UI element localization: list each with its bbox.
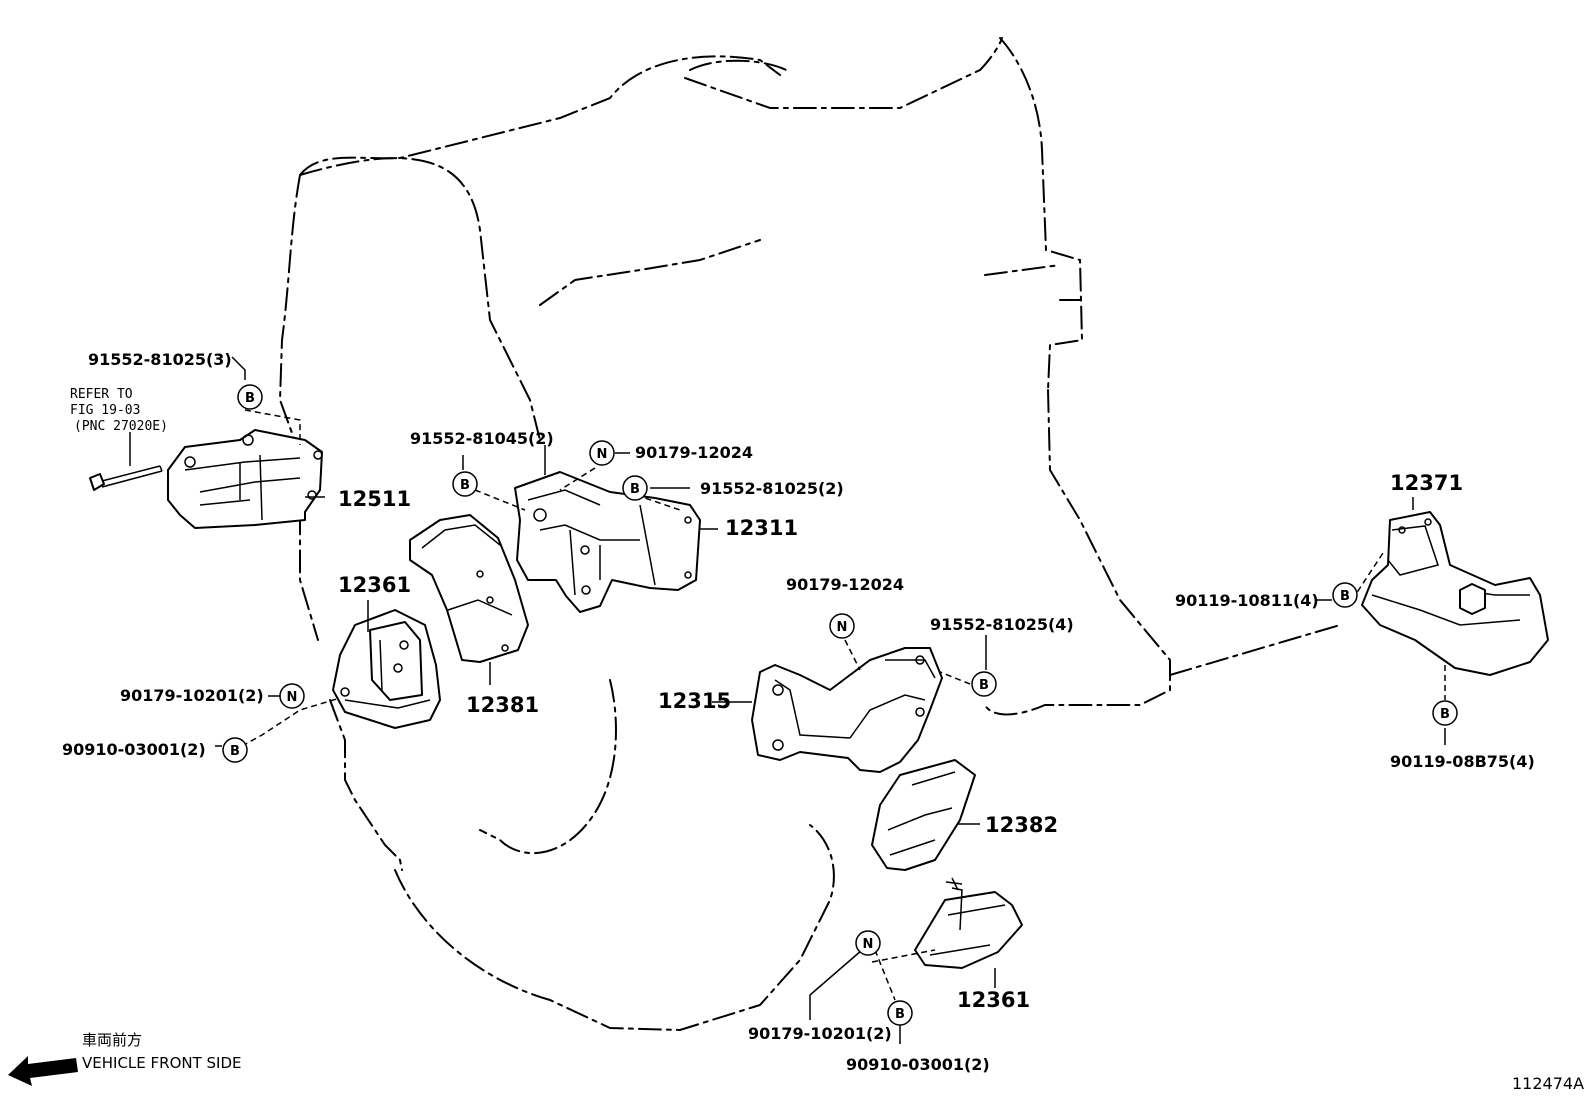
bolt-symbol-icon: B xyxy=(622,475,648,501)
svg-text:B: B xyxy=(895,1007,905,1022)
nut-symbol-icon: N xyxy=(855,930,881,956)
bolt-symbol-icon: B xyxy=(237,384,263,410)
engine-mount-insulator-12361-left[interactable] xyxy=(332,609,441,729)
svg-text:B: B xyxy=(460,478,470,493)
bolt-symbol-icon: B xyxy=(452,471,478,497)
front-arrow-icon xyxy=(8,1056,78,1086)
nut-symbol-icon: N xyxy=(829,613,855,639)
svg-text:FIG 19-03: FIG 19-03 xyxy=(70,403,140,418)
engine-mount-bracket-12315[interactable] xyxy=(751,647,943,773)
part-label-12311[interactable]: 12311 xyxy=(725,516,798,540)
svg-text:B: B xyxy=(245,391,255,406)
fastener-symbols: B B N B N B N B B B N B xyxy=(222,384,1458,1026)
part-label-12315[interactable]: 12315 xyxy=(658,689,731,713)
fastener-label[interactable]: 90119-08B75(4) xyxy=(1390,752,1535,771)
bolt-symbol-icon: B xyxy=(971,671,997,697)
svg-text:B: B xyxy=(1340,589,1350,604)
nut-symbol-icon: N xyxy=(589,440,615,466)
fastener-label[interactable]: 90179-12024 xyxy=(635,443,753,462)
svg-text:B: B xyxy=(630,482,640,497)
heat-insulator-12382[interactable] xyxy=(871,759,976,871)
svg-text:B: B xyxy=(1440,707,1450,722)
fastener-label[interactable]: 91552-81025(4) xyxy=(930,615,1074,634)
refer-note: REFER TO FIG 19-03 (PNC 27020E) xyxy=(70,387,168,434)
part-labels: 12511 12311 12361 12381 12315 12382 1236… xyxy=(338,471,1463,1012)
svg-text:N: N xyxy=(597,447,608,462)
rear-mount-bracket-12371[interactable] xyxy=(1361,511,1549,676)
nut-symbol-icon: N xyxy=(279,683,305,709)
bolt-symbol-icon: B xyxy=(1332,582,1358,608)
part-label-12381[interactable]: 12381 xyxy=(466,693,539,717)
fastener-label[interactable]: 90910-03001(2) xyxy=(846,1055,990,1074)
part-label-12511[interactable]: 12511 xyxy=(338,487,411,511)
illustration-code: 112474A xyxy=(1512,1074,1584,1093)
fastener-label[interactable]: 91552-81045(2) xyxy=(410,429,554,448)
leader-lines xyxy=(129,356,1446,1044)
heat-insulator-12381[interactable] xyxy=(409,514,529,663)
part-label-12371[interactable]: 12371 xyxy=(1390,471,1463,495)
bolt-symbol-icon: B xyxy=(222,737,248,763)
part-label-12361-right[interactable]: 12361 xyxy=(957,988,1030,1012)
svg-text:B: B xyxy=(230,744,240,759)
fastener-label[interactable]: 90910-03001(2) xyxy=(62,740,206,759)
fastener-label[interactable]: 90179-12024 xyxy=(786,575,904,594)
svg-text:(PNC 27020E): (PNC 27020E) xyxy=(74,419,168,434)
fastener-label[interactable]: 91552-81025(2) xyxy=(700,479,844,498)
bolt-symbol-icon: B xyxy=(1432,700,1458,726)
engine-outline xyxy=(278,37,1341,1032)
fastener-label[interactable]: 90179-10201(2) xyxy=(120,686,264,705)
part-label-12382[interactable]: 12382 xyxy=(985,813,1058,837)
svg-text:REFER TO: REFER TO xyxy=(70,387,133,402)
fastener-labels: 91552-81025(3) 91552-81045(2) 90179-1202… xyxy=(62,350,1535,1074)
engine-mount-bracket-12311[interactable] xyxy=(514,471,701,613)
fastener-label[interactable]: 90119-10811(4) xyxy=(1175,591,1319,610)
long-bolt-icon xyxy=(89,465,163,491)
engine-mount-bracket-12511[interactable] xyxy=(167,429,323,529)
svg-text:N: N xyxy=(837,620,848,635)
front-side-jp: 車両前方 xyxy=(82,1031,142,1049)
front-side-en: VEHICLE FRONT SIDE xyxy=(82,1054,242,1072)
part-label-12361-left[interactable]: 12361 xyxy=(338,573,411,597)
svg-text:N: N xyxy=(287,690,298,705)
engine-mount-insulator-12361-right[interactable] xyxy=(914,877,1023,969)
svg-text:N: N xyxy=(863,937,874,952)
fastener-label[interactable]: 91552-81025(3) xyxy=(88,350,232,369)
vehicle-front-indicator: 車両前方 VEHICLE FRONT SIDE xyxy=(8,1031,242,1086)
bolt-symbol-icon: B xyxy=(887,1000,913,1026)
svg-text:B: B xyxy=(979,678,989,693)
fastener-label[interactable]: 90179-10201(2) xyxy=(748,1024,892,1043)
